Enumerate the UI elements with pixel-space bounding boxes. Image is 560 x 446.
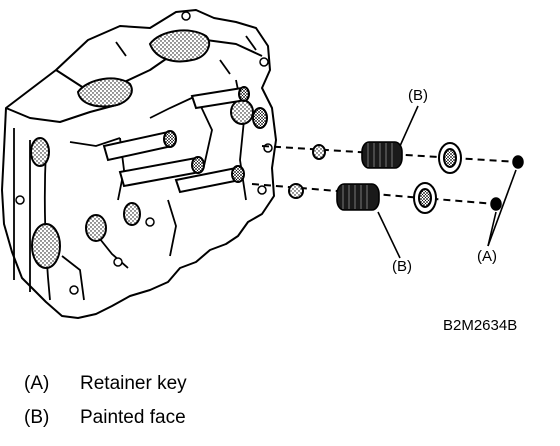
valve-guide-bores: [30, 99, 254, 269]
upper-spring-seat: [312, 144, 326, 160]
upper-spring-retainer: [438, 142, 462, 174]
upper-valve-spring: [361, 141, 403, 169]
callout-b-upper: (B): [408, 87, 428, 104]
leader-lines: [377, 105, 517, 259]
figure-code: B2M2634B: [443, 317, 518, 334]
lower-spring-seat: [288, 183, 304, 199]
legend-text: Painted face: [80, 407, 186, 428]
valve-stems: [102, 86, 248, 194]
leader-b-top: [399, 105, 419, 147]
cylinder-head-valve-spring-diagram: [1, 9, 524, 319]
cylinder-head: [1, 9, 277, 319]
legend-text: Retainer key: [80, 373, 187, 394]
upper-retainer-key: [512, 155, 524, 169]
lower-spring-retainer: [413, 182, 437, 214]
lower-valve-spring: [336, 183, 380, 211]
combustion-chambers: [76, 29, 211, 108]
leader-a-upper: [487, 169, 517, 247]
legend-key: (B): [24, 407, 50, 428]
bolt-holes: [15, 11, 273, 295]
head-ribs: [13, 35, 257, 301]
callout-a: (A): [477, 248, 497, 265]
lower-retainer-key: [490, 197, 502, 211]
legend-key: (A): [24, 373, 50, 394]
leader-b-bottom: [377, 211, 401, 259]
leader-a-lower: [487, 211, 497, 247]
callout-b-lower: (B): [392, 258, 412, 275]
valve-tips: [163, 86, 268, 183]
